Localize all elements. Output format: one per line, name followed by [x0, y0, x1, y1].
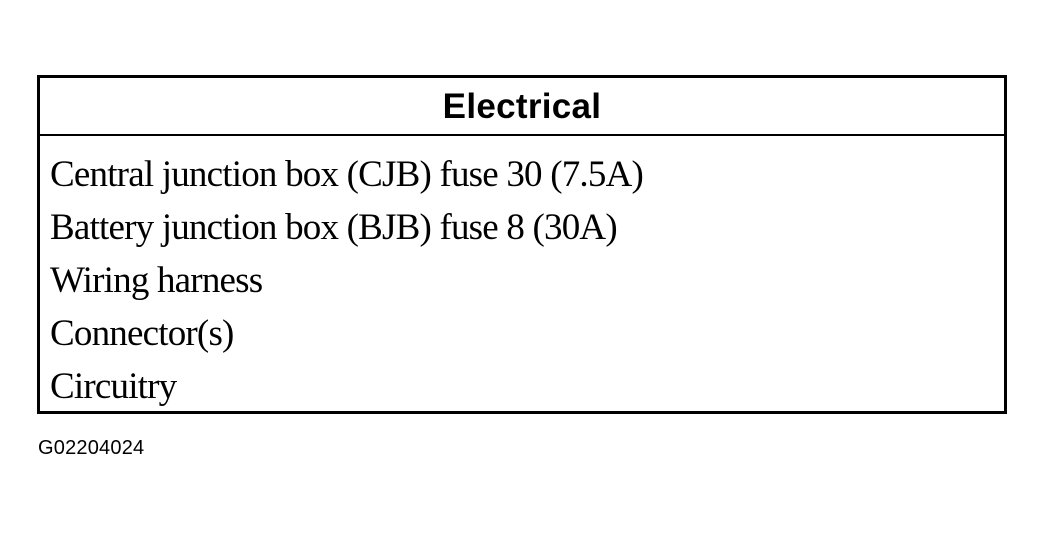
table-header: Electrical — [40, 78, 1004, 136]
list-item-circuitry: Circuitry — [50, 366, 177, 407]
list-item-cjb-fuse: Central junction box (CJB) fuse 30 (7.5A… — [50, 154, 644, 195]
list-item-bjb-fuse: Battery junction box (BJB) fuse 8 (30A) — [50, 207, 618, 248]
figure-id: G02204024 — [38, 437, 145, 459]
list-item-connectors: Connector(s) — [50, 313, 234, 354]
list-item-wiring-harness: Wiring harness — [50, 260, 263, 301]
table-title: Electrical — [442, 87, 602, 126]
table-body: Central junction box (CJB) fuse 30 (7.5A… — [40, 136, 1004, 413]
electrical-table: Electrical Central junction box (CJB) fu… — [37, 75, 1007, 414]
